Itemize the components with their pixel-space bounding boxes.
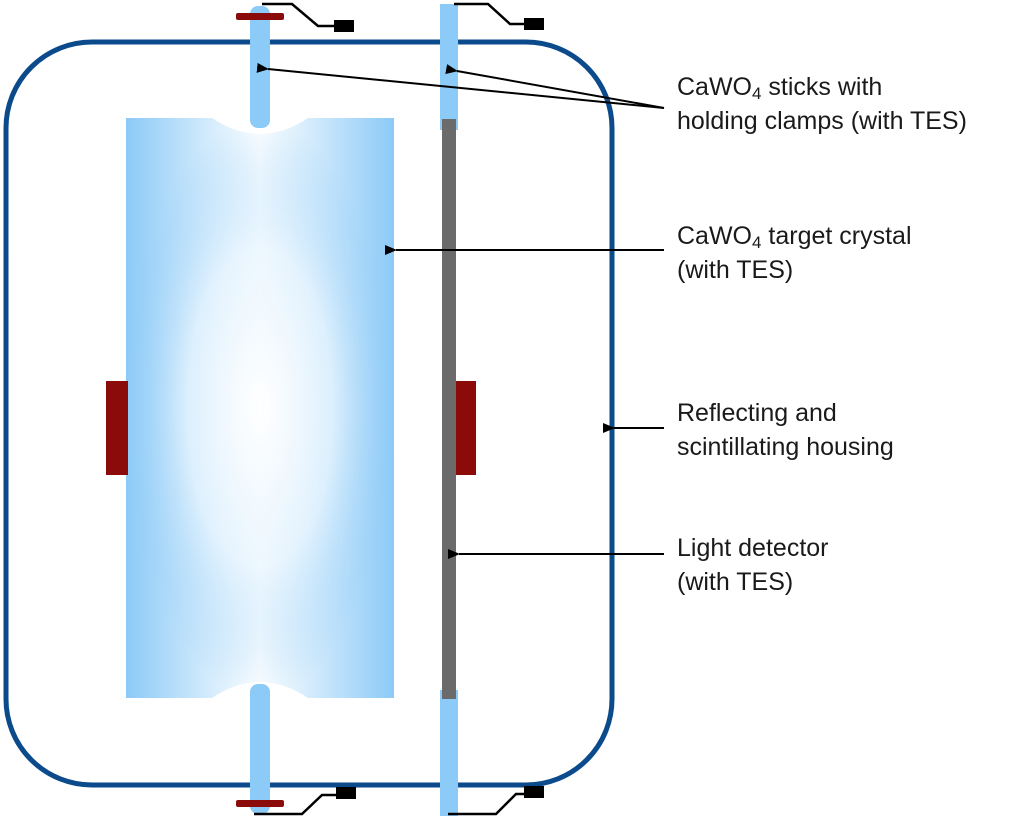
reflecting-scintillating-housing [3,39,615,788]
light-detector-stick-bottom [440,690,458,816]
label-housing: Reflecting and scintillating housing [677,396,894,464]
label-target-crystal: CaWO4 target crystal (with TES) [677,219,912,287]
label-light-detector-line2: (with TES) [677,568,794,596]
label-target-crystal-line2: (with TES) [677,256,794,284]
label-housing-line1: Reflecting and [677,399,837,427]
tes-wire-bottom-left [254,787,356,816]
arrow-to-stick-right [445,64,665,109]
label-cawo4-sticks-line2: holding clamps (with TES) [677,107,967,135]
label-target-crystal-prefix: CaWO [677,222,752,250]
cawo4-target-crystal-glow [126,118,394,698]
label-light-detector-line1: Light detector [677,534,829,562]
label-target-crystal-subscript: 4 [752,233,762,252]
clamp-right [456,381,476,475]
label-light-detector: Light detector (with TES) [677,531,829,599]
label-cawo4-sticks-line1: sticks with [761,73,883,101]
tes-wire-bottom-right [448,786,544,816]
clamp-left [106,381,128,475]
cawo4-stick-top [250,6,270,128]
light-detector-wafer [442,119,456,699]
arrow-to-stick-left [256,62,665,109]
tes-wire-top-right [454,2,544,30]
clamp-top-left [236,13,284,20]
cawo4-stick-bottom [250,684,270,814]
label-target-crystal-line1: target crystal [761,222,912,250]
label-cawo4-sticks-subscript: 4 [752,84,762,103]
label-housing-line2: scintillating housing [677,433,894,461]
light-detector-stick-top [440,4,458,130]
clamp-bottom-left [236,800,284,807]
label-cawo4-sticks-prefix: CaWO [677,73,752,101]
label-cawo4-sticks: CaWO4 sticks with holding clamps (with T… [677,70,967,138]
tes-wire-top-left [262,2,354,32]
